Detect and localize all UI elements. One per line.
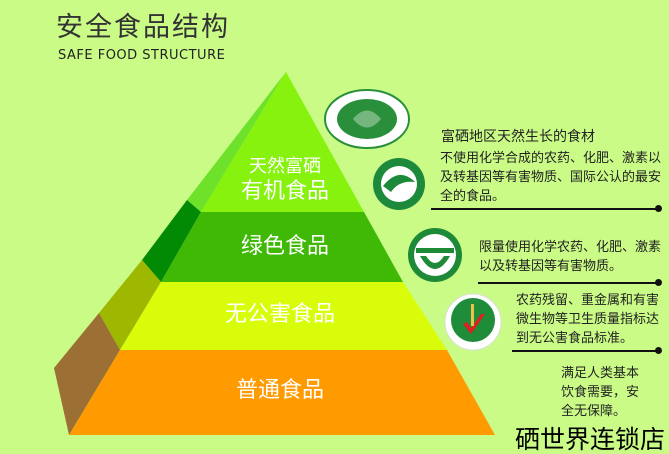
divider-line	[512, 347, 662, 354]
green-food-logo-icon	[408, 228, 462, 282]
watermark: 硒世界连锁店	[514, 425, 665, 454]
pyramid-tier-green	[161, 212, 403, 282]
pyramid-side-orange	[54, 313, 120, 435]
page-title: 安全食品结构	[56, 12, 230, 43]
divider-line	[431, 205, 662, 212]
selenium-food-logo-icon	[324, 89, 410, 149]
tier-pollution-free-label: 无公害食品	[224, 302, 335, 327]
divider-line	[478, 279, 662, 286]
organic-heading: 富硒地区天然生长的食材	[441, 129, 595, 145]
tier-organic-line2: 有机食品	[240, 179, 329, 204]
pyramid-side-top	[187, 72, 286, 212]
organic-description: 不使用化学合成的农药、化肥、激素以及转基因等有害物质、国际公认的最安全的食品。	[440, 151, 662, 204]
tier-organic-line1: 天然富硒	[249, 156, 321, 177]
pyramid-side-yellow	[99, 260, 161, 350]
organic-food-logo-icon	[373, 158, 425, 210]
pyramid-tier-organic	[201, 72, 364, 212]
page-subtitle: SAFE FOOD STRUCTURE	[58, 48, 226, 63]
green-description: 限量使用化学农药、化肥、激素以及转基因等有害物质。	[479, 240, 662, 274]
tier-green-label: 绿色食品	[240, 234, 329, 259]
pollution-free-logo-icon	[444, 293, 502, 351]
pyramid-tier-pollution-free	[120, 282, 447, 350]
pollution-free-description: 农药残留、重金属和有害微生物等卫生质量指标达到无公害食品标准。	[516, 293, 660, 346]
pyramid-tier-ordinary	[69, 350, 495, 435]
tier-ordinary-label: 普通食品	[235, 378, 324, 403]
pyramid-side-green	[142, 200, 201, 282]
ordinary-description: 满足人类基本饮食需要，安全无保障。	[561, 366, 640, 419]
